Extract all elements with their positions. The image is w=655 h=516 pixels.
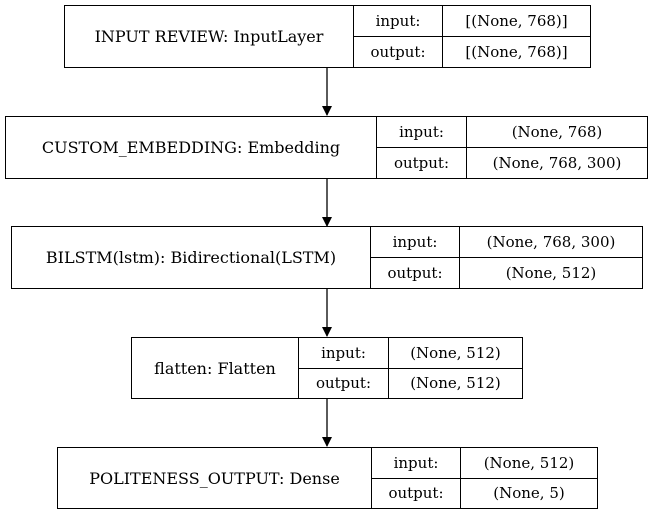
layer-io-table: input: (None, 512) output: (None, 5) [372, 448, 597, 508]
layer-io-table: input: (None, 768) output: (None, 768, 3… [377, 117, 647, 178]
input-shape: (None, 512) [410, 343, 501, 362]
layer-node-politeness-output[interactable]: POLITENESS_OUTPUT: Dense input: (None, 5… [57, 447, 598, 509]
layer-name: CUSTOM_EMBEDDING: Embedding [6, 117, 377, 178]
layer-io-table: input: (None, 768, 300) output: (None, 5… [371, 227, 642, 288]
output-label: output: [354, 37, 443, 67]
layer-name: flatten: Flatten [132, 338, 299, 398]
input-label: input: [377, 117, 467, 147]
input-label: input: [299, 338, 389, 368]
layer-name: BILSTM(lstm): Bidirectional(LSTM) [12, 227, 371, 288]
output-label: output: [299, 368, 389, 398]
layer-node-flatten[interactable]: flatten: Flatten input: (None, 512) outp… [131, 337, 523, 399]
layer-node-custom-embedding[interactable]: CUSTOM_EMBEDDING: Embedding input: (None… [5, 116, 648, 179]
input-row: input: [(None, 768)] [354, 6, 590, 36]
input-label: input: [371, 227, 460, 257]
output-label: output: [377, 148, 467, 178]
input-row: input: (None, 768, 300) [371, 227, 642, 257]
input-shape: [(None, 768)] [465, 12, 568, 30]
input-label: input: [372, 448, 461, 478]
output-row: output: (None, 5) [372, 477, 597, 508]
output-label: output: [372, 478, 461, 508]
input-shape: (None, 768, 300) [486, 233, 616, 251]
output-shape: (None, 768, 300) [492, 154, 622, 172]
layer-node-bilstm[interactable]: BILSTM(lstm): Bidirectional(LSTM) input:… [11, 226, 643, 289]
input-row: input: (None, 768) [377, 117, 647, 147]
layer-name: POLITENESS_OUTPUT: Dense [58, 448, 372, 508]
input-shape: (None, 768) [511, 123, 603, 141]
layer-io-table: input: [(None, 768)] output: [(None, 768… [354, 6, 590, 67]
output-row: output: (None, 512) [299, 367, 522, 398]
layer-node-input-review[interactable]: INPUT REVIEW: InputLayer input: [(None, … [64, 5, 591, 68]
layer-name: INPUT REVIEW: InputLayer [65, 6, 354, 67]
output-label: output: [371, 258, 460, 288]
output-row: output: (None, 768, 300) [377, 147, 647, 178]
output-row: output: (None, 512) [371, 257, 642, 288]
layer-io-table: input: (None, 512) output: (None, 512) [299, 338, 522, 398]
output-shape: [(None, 768)] [465, 43, 568, 61]
input-shape: (None, 512) [483, 453, 575, 472]
output-shape: (None, 512) [410, 374, 501, 393]
output-row: output: [(None, 768)] [354, 36, 590, 67]
output-shape: (None, 512) [505, 264, 597, 282]
input-label: input: [354, 6, 443, 36]
input-row: input: (None, 512) [372, 448, 597, 478]
output-shape: (None, 5) [493, 484, 565, 503]
input-row: input: (None, 512) [299, 338, 522, 368]
